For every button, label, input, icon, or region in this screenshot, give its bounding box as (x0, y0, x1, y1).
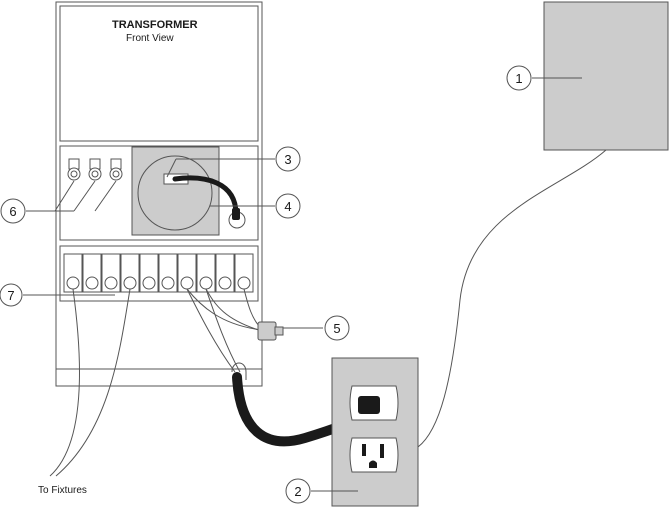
svg-text:2: 2 (294, 484, 301, 499)
svg-text:6: 6 (9, 204, 16, 219)
callout-7: 7 (0, 283, 23, 307)
photocell-box (543, 1, 669, 151)
fixtures-label: To Fixtures (38, 485, 87, 496)
photocell-plug (232, 208, 240, 220)
callout-1: 1 (506, 65, 532, 91)
svg-text:1: 1 (515, 71, 522, 86)
callout-5: 5 (324, 315, 350, 341)
callout-4: 4 (275, 193, 301, 219)
callout-leaders (23, 77, 582, 492)
fixture-wires (49, 288, 131, 477)
photocell-cord (172, 175, 239, 217)
callout-6: 6 (0, 198, 26, 224)
svg-text:5: 5 (333, 321, 340, 336)
callout-2: 2 (285, 478, 311, 504)
wire-connector (257, 321, 284, 341)
svg-text:4: 4 (284, 199, 291, 214)
plug (358, 396, 380, 414)
callout-3: 3 (275, 146, 301, 172)
ground-wire (231, 362, 247, 380)
terminal-block (63, 253, 254, 293)
transformer-title: TRANSFORMER (112, 19, 198, 31)
timer-panel (131, 146, 246, 236)
photocell-wire (417, 149, 607, 448)
wall-outlet (331, 357, 419, 507)
timer-dial (137, 155, 213, 231)
svg-text:3: 3 (284, 152, 291, 167)
svg-text:7: 7 (7, 288, 14, 303)
transformer-subtitle: Front View (126, 33, 174, 44)
breakers (67, 158, 123, 181)
